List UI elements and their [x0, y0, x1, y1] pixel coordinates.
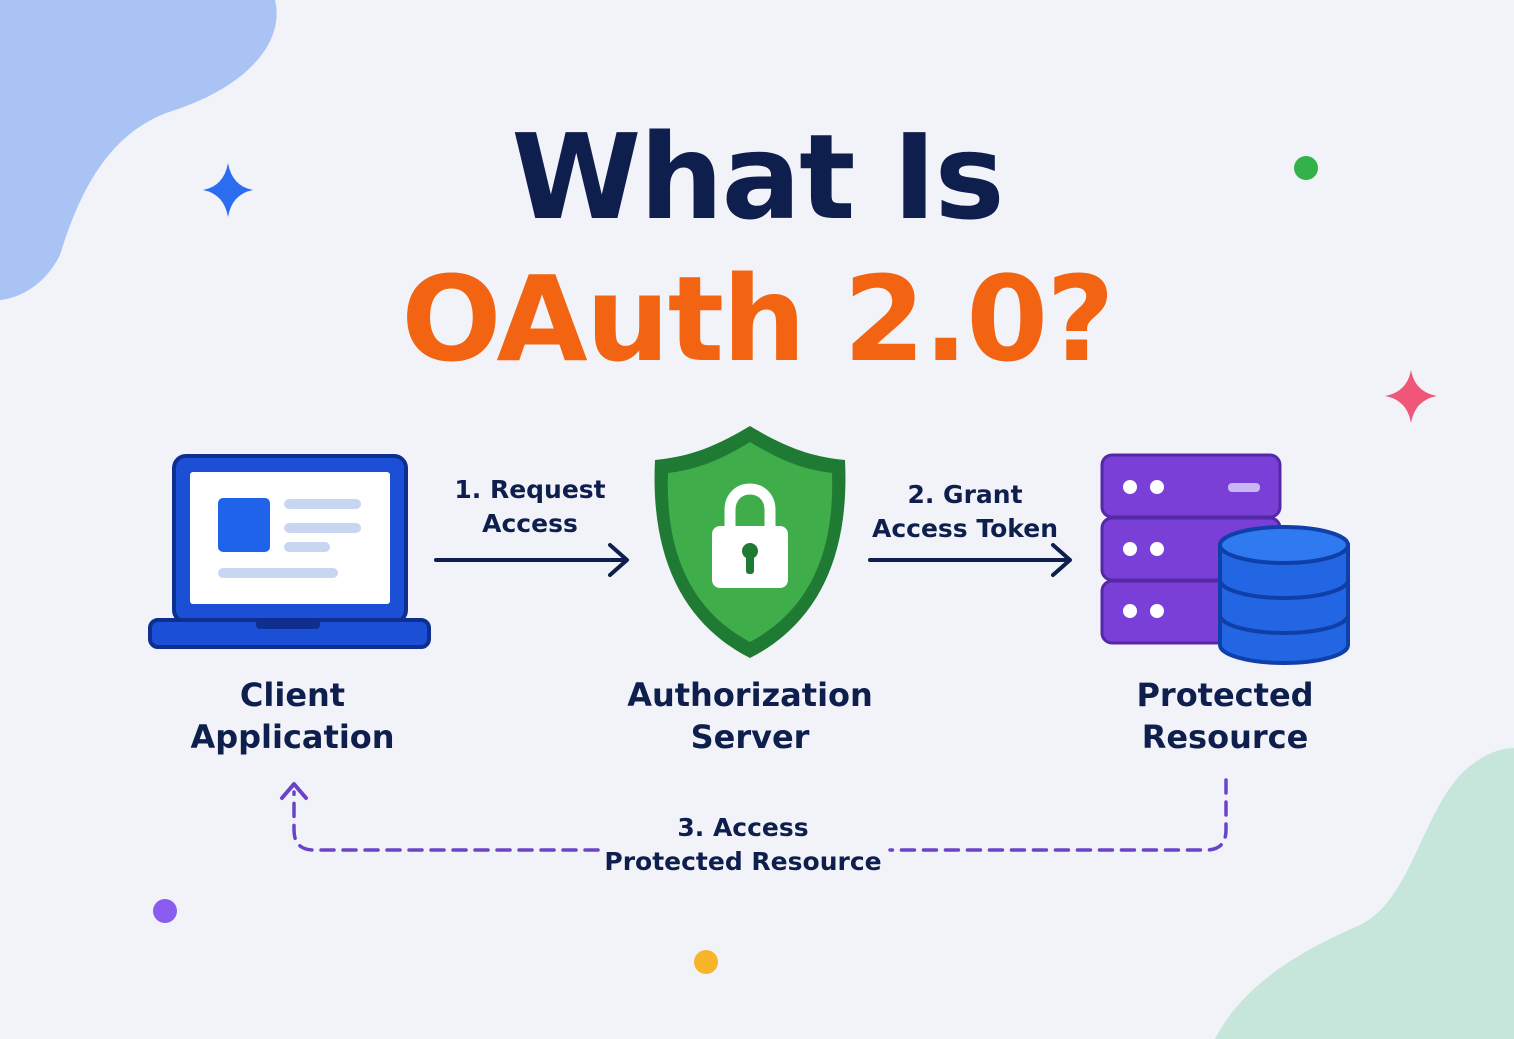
- sparkle-pink-icon: [1385, 370, 1437, 423]
- arrow-request-access: [434, 543, 629, 577]
- step-3-label: 3. Access Protected Resource: [598, 811, 888, 879]
- node-label-resource-line1: Protected: [1136, 676, 1314, 714]
- node-label-server-line1: Authorization: [627, 676, 873, 714]
- node-label-client: Client Application: [170, 674, 415, 758]
- step-1-line1: 1. Request: [454, 475, 606, 504]
- dot-purple: [153, 899, 177, 923]
- sparkle-blue-icon: [203, 163, 253, 217]
- node-label-client-line2: Application: [190, 718, 395, 756]
- node-label-resource-line2: Resource: [1141, 718, 1309, 756]
- step-2-line1: 2. Grant: [907, 480, 1023, 509]
- arrow-grant-token: [868, 543, 1072, 577]
- step-2-label: 2. Grant Access Token: [855, 478, 1075, 546]
- title-what-is: What Is: [511, 108, 1004, 246]
- node-label-resource: Protected Resource: [1100, 674, 1350, 758]
- node-label-server-line2: Server: [690, 718, 810, 756]
- decor-blob-bottom-right: [1215, 748, 1514, 1039]
- laptop-icon: [148, 454, 431, 649]
- title-oauth: OAuth 2.0?: [401, 250, 1114, 388]
- dot-green: [1294, 156, 1318, 180]
- step-3-line1: 3. Access: [677, 813, 809, 842]
- step-1-line2: Access: [482, 509, 578, 538]
- decor-blob-top-left: [0, 0, 277, 300]
- arrow-access-resource: [280, 778, 1228, 852]
- step-2-line2: Access Token: [871, 514, 1059, 543]
- node-label-server: Authorization Server: [615, 674, 885, 758]
- step-3-line2: Protected Resource: [604, 847, 882, 876]
- step-1-label: 1. Request Access: [430, 473, 630, 541]
- node-label-client-line1: Client: [239, 676, 346, 714]
- shield-lock-icon: [654, 426, 846, 658]
- dot-yellow: [694, 950, 718, 974]
- server-database-icon: [1100, 453, 1350, 665]
